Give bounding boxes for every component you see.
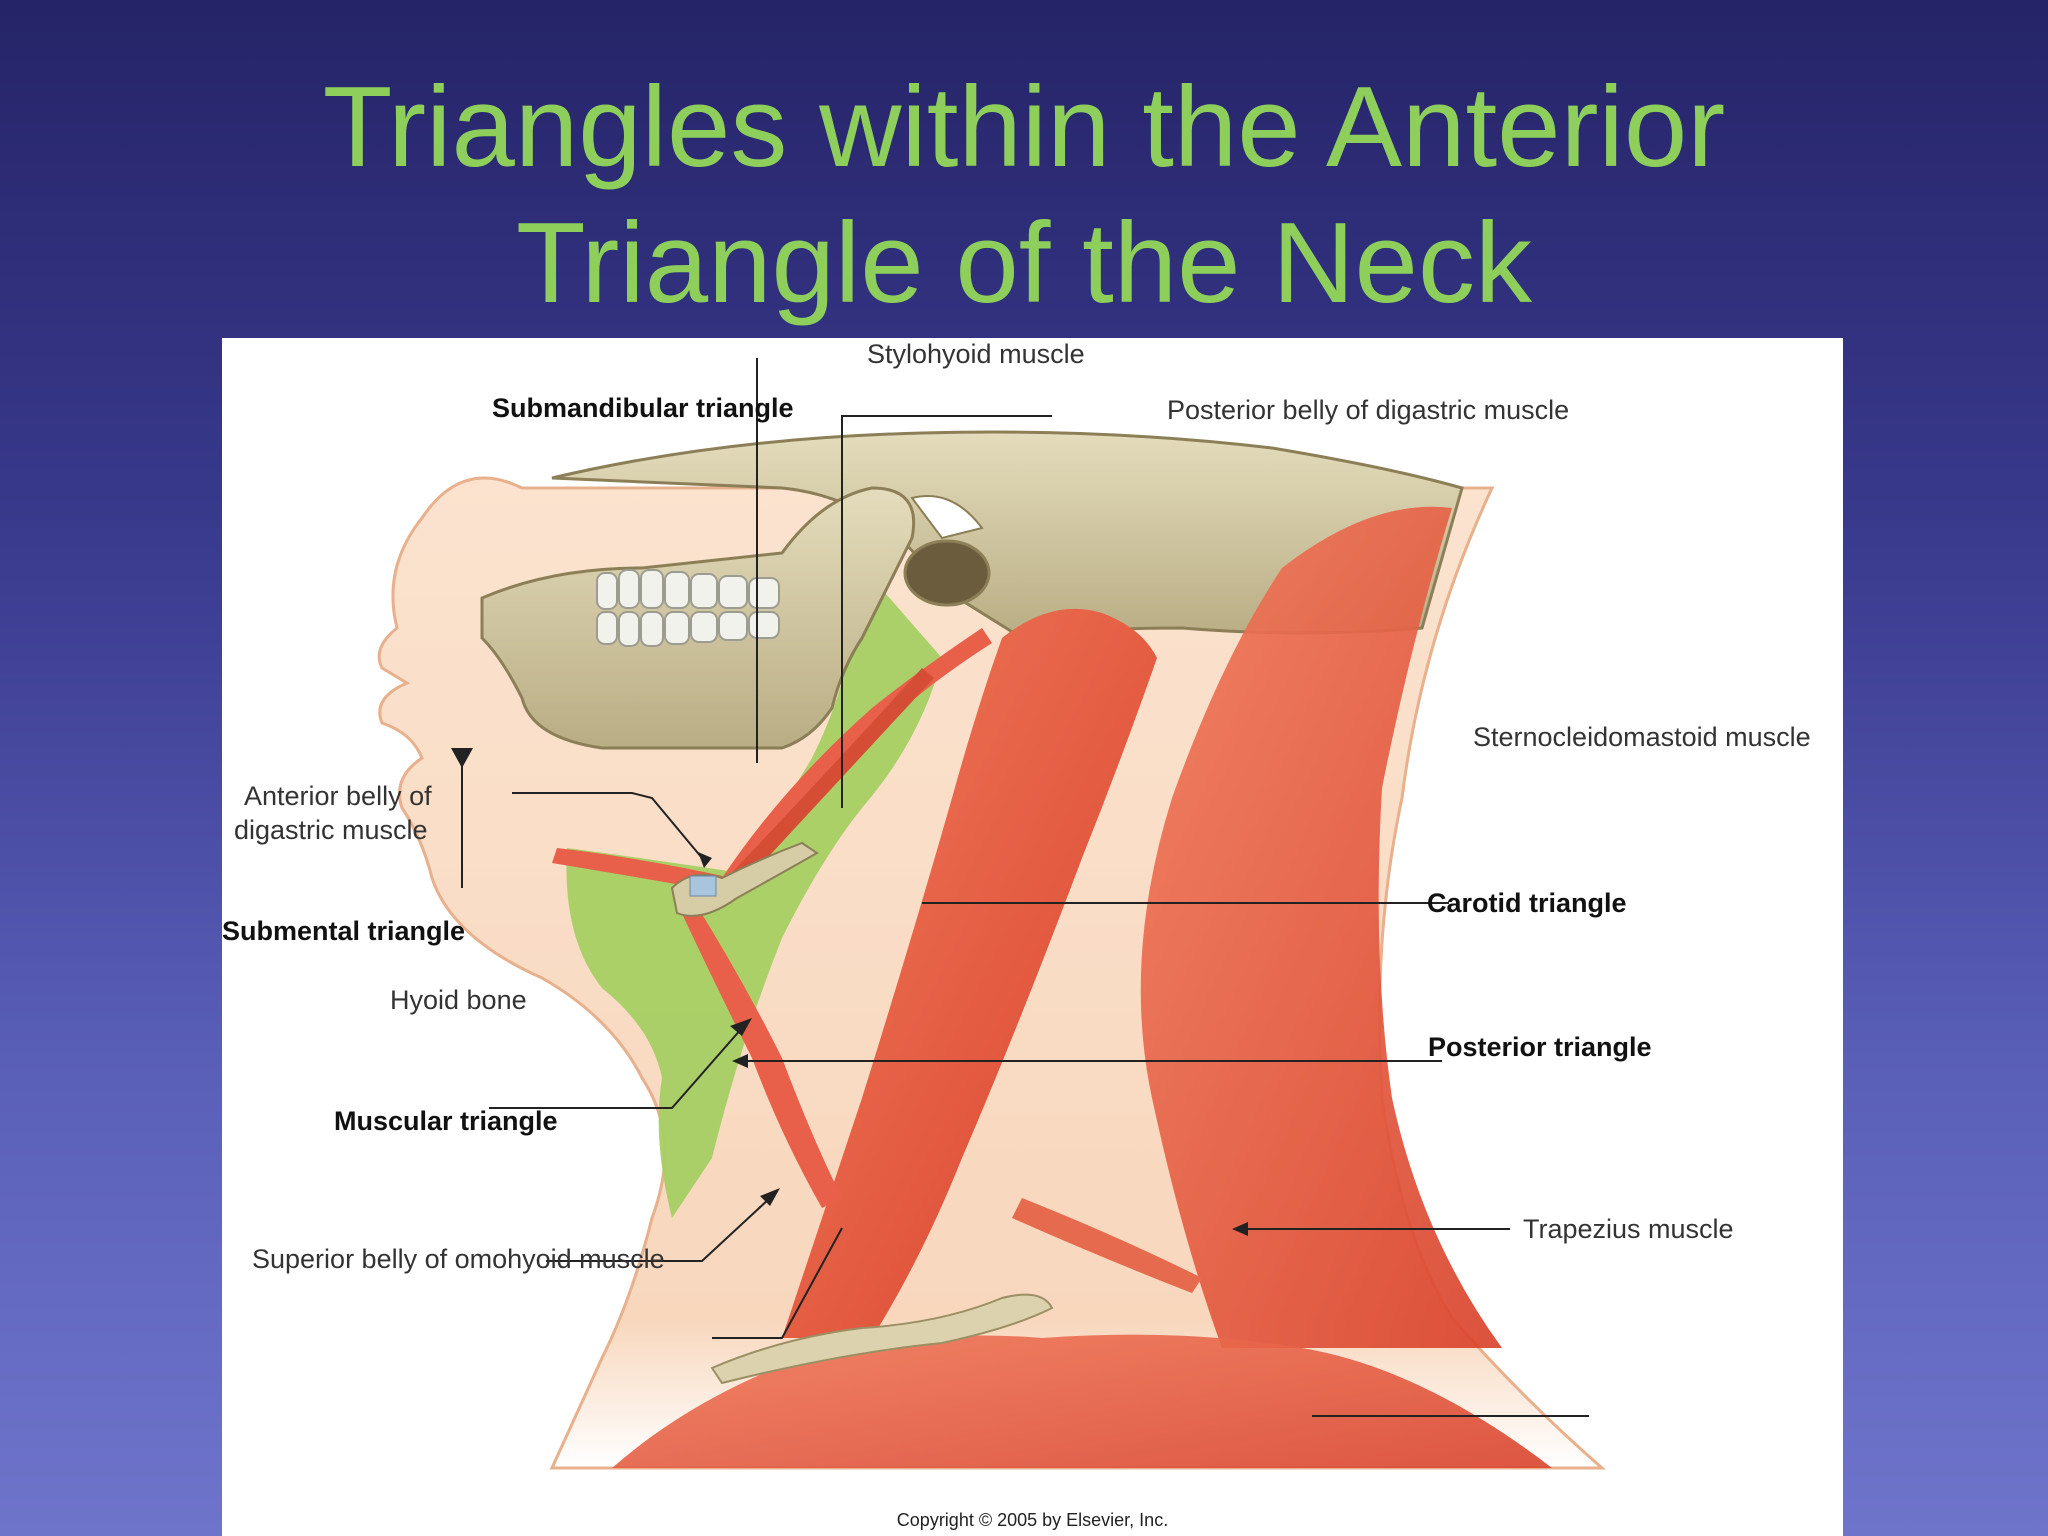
label-superior-belly-omohyoid: Superior belly of omohyoid muscle	[252, 1244, 665, 1274]
label-submandibular-triangle: Submandibular triangle	[492, 393, 794, 423]
trapezius-muscle	[1140, 506, 1502, 1348]
mastoid-opening	[903, 539, 991, 607]
slide-title-line-1: Triangles within the Anterior	[322, 64, 1726, 191]
clavicle	[710, 1293, 1054, 1385]
hyoid-tendon-sling	[689, 875, 717, 897]
label-trapezius-muscle: Trapezius muscle	[1523, 1214, 1734, 1244]
label-posterior-triangle: Posterior triangle	[1428, 1032, 1652, 1062]
label-anterior-belly-line1: Anterior belly of	[244, 781, 432, 811]
slide-title: Triangles within the Anterior Triangle o…	[0, 60, 2048, 332]
superior-belly-omohyoid	[677, 898, 842, 1208]
sternocleidomastoid-muscle	[782, 608, 1157, 1338]
label-muscular-triangle: Muscular triangle	[334, 1106, 558, 1136]
copyright-notice: Copyright © 2005 by Elsevier, Inc.	[896, 1510, 1169, 1530]
label-anterior-belly-line2: digastric muscle	[234, 815, 428, 845]
label-submental-triangle: Submental triangle	[222, 916, 466, 946]
clavicular-muscle-mass	[612, 1334, 1552, 1468]
label-stylohyoid-muscle: Stylohyoid muscle	[867, 339, 1085, 369]
arrowheads	[451, 748, 1248, 1236]
teeth	[596, 569, 780, 647]
slide-title-line-2: Triangle of the Neck	[516, 200, 1532, 327]
coronoid-notch	[910, 495, 984, 540]
label-hyoid-bone: Hyoid bone	[390, 985, 527, 1015]
omohyoid-inferior-belly	[1012, 1198, 1202, 1293]
label-sternocleidomastoid-muscle: Sternocleidomastoid muscle	[1473, 722, 1811, 752]
neck-anatomy-illustration	[377, 358, 1606, 1470]
stylohyoid-band	[722, 668, 934, 894]
label-posterior-belly-digastric: Posterior belly of digastric muscle	[1167, 395, 1570, 425]
label-carotid-triangle: Carotid triangle	[1427, 888, 1627, 918]
neck-anatomy-figure: Stylohyoid muscle Submandibular triangle…	[222, 338, 1843, 1536]
